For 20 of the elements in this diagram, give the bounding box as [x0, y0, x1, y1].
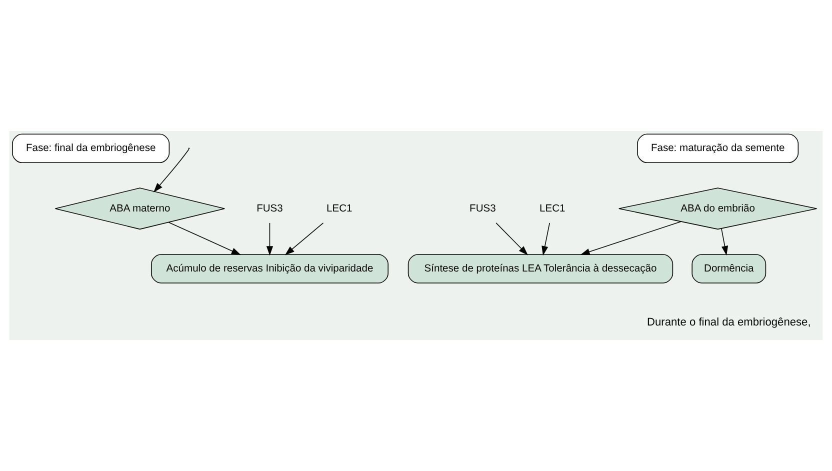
- arrow: [266, 222, 274, 256]
- node-text: FUS3: [470, 203, 496, 214]
- arrow: [542, 222, 550, 256]
- arrow: [168, 222, 241, 255]
- node-box: Fase: maturação da semente: [637, 134, 799, 164]
- arrow: [496, 222, 528, 256]
- node-box: Fase: final da embriogênese: [12, 134, 170, 164]
- node-diamond: ABA do embrião: [618, 188, 818, 230]
- node-text: LEC1: [326, 203, 352, 214]
- arrow: [284, 222, 324, 256]
- node-box: Síntese de proteínas LEA Tolerância à dessecação: [408, 254, 674, 284]
- arrow: [721, 228, 728, 256]
- label: Durante o final da embriogênese,: [646, 316, 811, 329]
- node-text: LEC1: [540, 203, 566, 214]
- node-diamond: ABA materno: [54, 188, 226, 230]
- arrow: [154, 148, 190, 192]
- arrow: [580, 221, 682, 255]
- node-text: FUS3: [256, 203, 283, 214]
- node-box: Acúmulo de reservas Inibição da viviparidade: [150, 254, 388, 284]
- node-box: Dormência: [692, 254, 766, 284]
